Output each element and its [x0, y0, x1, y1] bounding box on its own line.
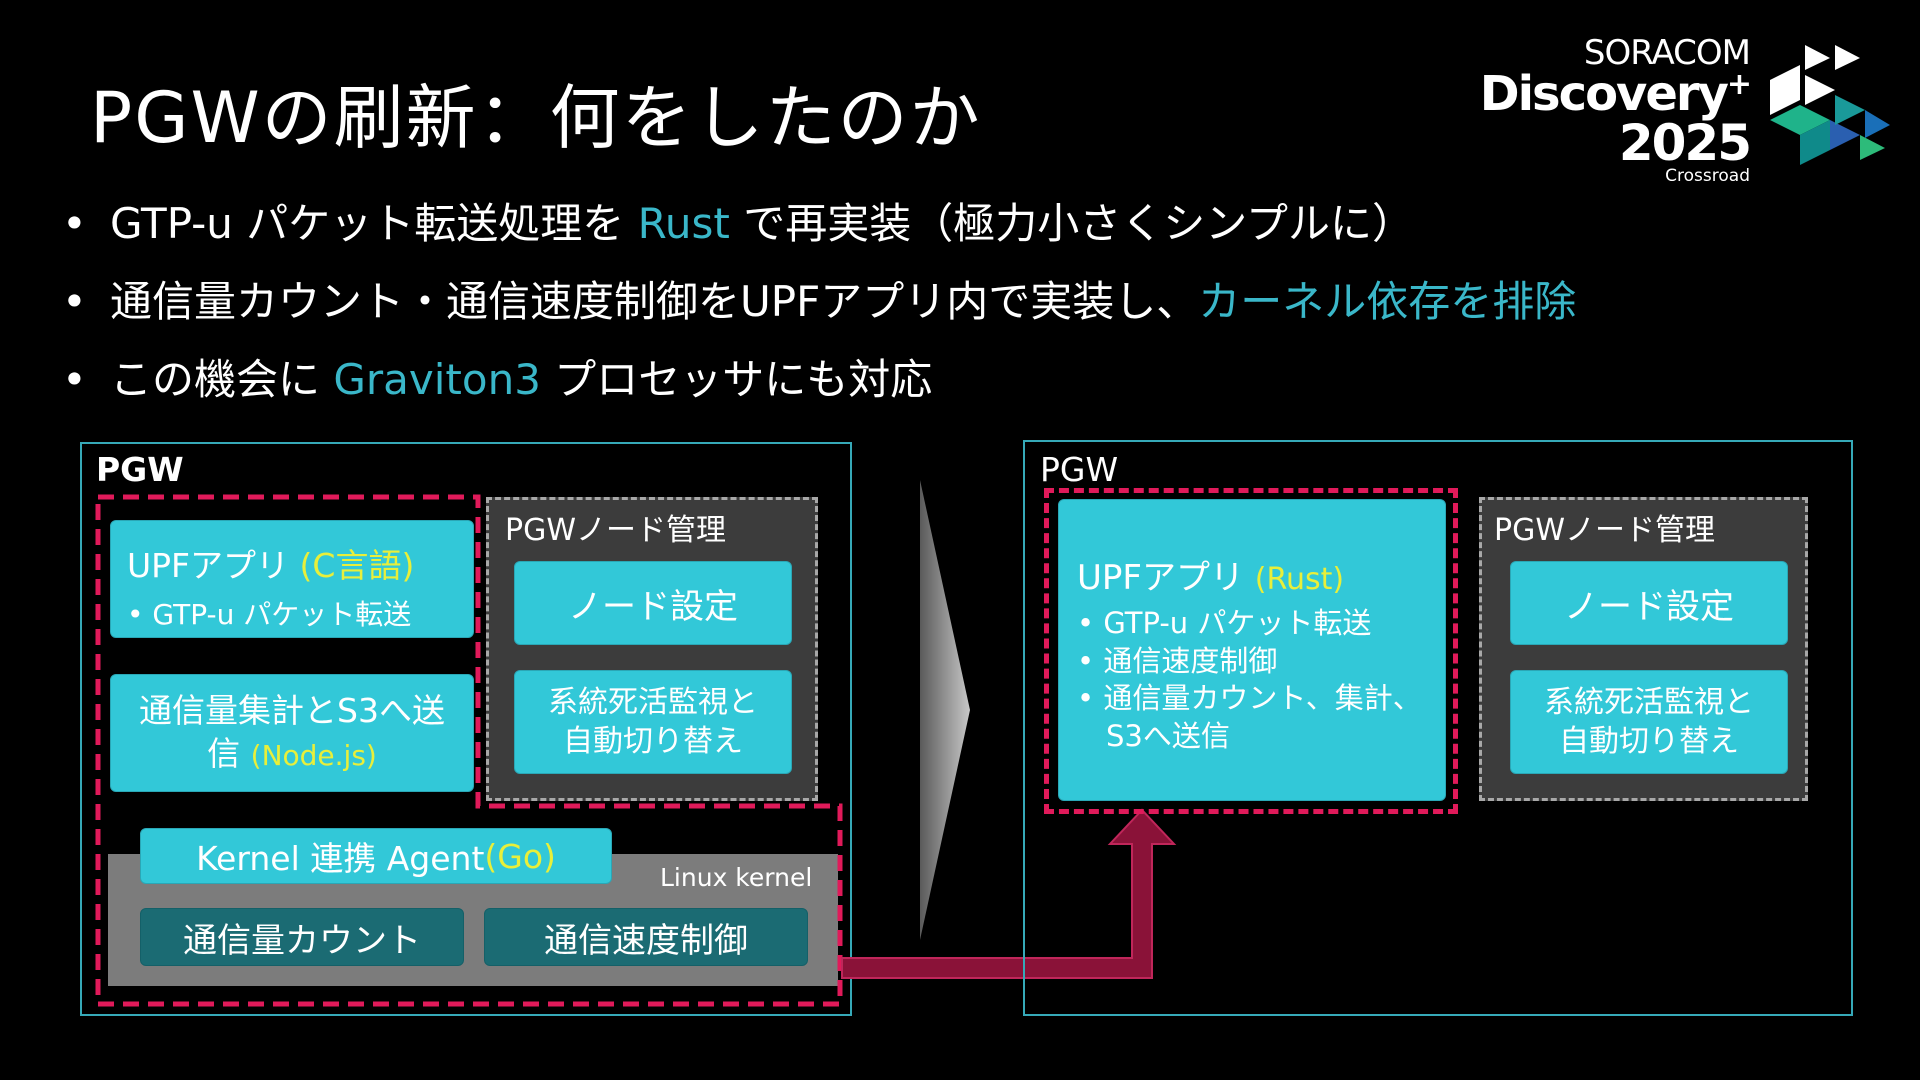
logo-tagline: Crossroad — [1665, 166, 1750, 186]
logo-year: 2025 — [1618, 114, 1752, 172]
right-node-mgmt-label: PGWノード管理 — [1494, 513, 1716, 548]
right-upf-item: S3へ送信 — [1077, 719, 1230, 754]
traffic-count-box: 通信量カウント — [140, 908, 464, 966]
left-node-mgmt-label: PGWノード管理 — [505, 513, 727, 548]
right-upf-item: • GTP-u パケット転送 — [1077, 606, 1372, 640]
bullet-3: •この機会に Graviton3 プロセッサにも対応 — [62, 355, 933, 404]
left-pgw-frame — [80, 442, 852, 1016]
right-upf-app-box: UPFアプリ (Rust) • GTP-u パケット転送 • 通信速度制御 • … — [1058, 499, 1446, 801]
page-title: PGWの刷新：何をしたのか — [90, 77, 982, 159]
right-monitor-box: 系統死活監視と 自動切り替え — [1510, 670, 1788, 774]
highlight-graviton: Graviton3 — [333, 355, 541, 404]
transition-chevron-icon — [920, 480, 970, 940]
right-node-setting-box: ノード設定 — [1510, 561, 1788, 645]
bullet-2: •通信量カウント・通信速度制御をUPFアプリ内で実装し、カーネル依存を排除 — [62, 277, 1577, 326]
speed-control-box: 通信速度制御 — [484, 908, 808, 966]
left-pgw-label: PGW — [96, 450, 184, 489]
aggregation-s3-box: 通信量集計とS3へ送 信 (Node.js) — [110, 674, 474, 792]
logo-soracom: SORACOM — [1583, 33, 1751, 73]
left-monitor-box: 系統死活監視と 自動切り替え — [514, 670, 792, 774]
left-upf-app-box: UPFアプリ (C言語) • GTP-u パケット転送 — [110, 520, 474, 638]
bullet-1: •GTP-u パケット転送処理を Rust で再実装（極力小さくシンプルに） — [62, 199, 1414, 248]
right-upf-outline — [1044, 488, 1458, 814]
right-upf-item: • 通信速度制御 — [1077, 643, 1278, 678]
highlight-kernel: カーネル依存を排除 — [1198, 277, 1577, 326]
highlight-rust: Rust — [637, 199, 730, 248]
right-upf-item: • 通信量カウント、集計、 — [1077, 681, 1422, 716]
logo-mark-icon — [1770, 45, 1890, 165]
right-pgw-label: PGW — [1040, 450, 1119, 489]
kernel-agent-box: Kernel 連携 Agent (Go) — [140, 828, 612, 884]
right-pgw-frame — [1023, 440, 1853, 1016]
logo-discovery: Discovery — [1479, 66, 1729, 122]
linux-kernel-label: Linux kernel — [660, 863, 813, 892]
left-node-setting-box: ノード設定 — [514, 561, 792, 645]
logo-plus: + — [1726, 67, 1752, 102]
soracom-discovery-logo: SORACOM Discovery+ 2025 Crossroad — [1479, 33, 1752, 186]
